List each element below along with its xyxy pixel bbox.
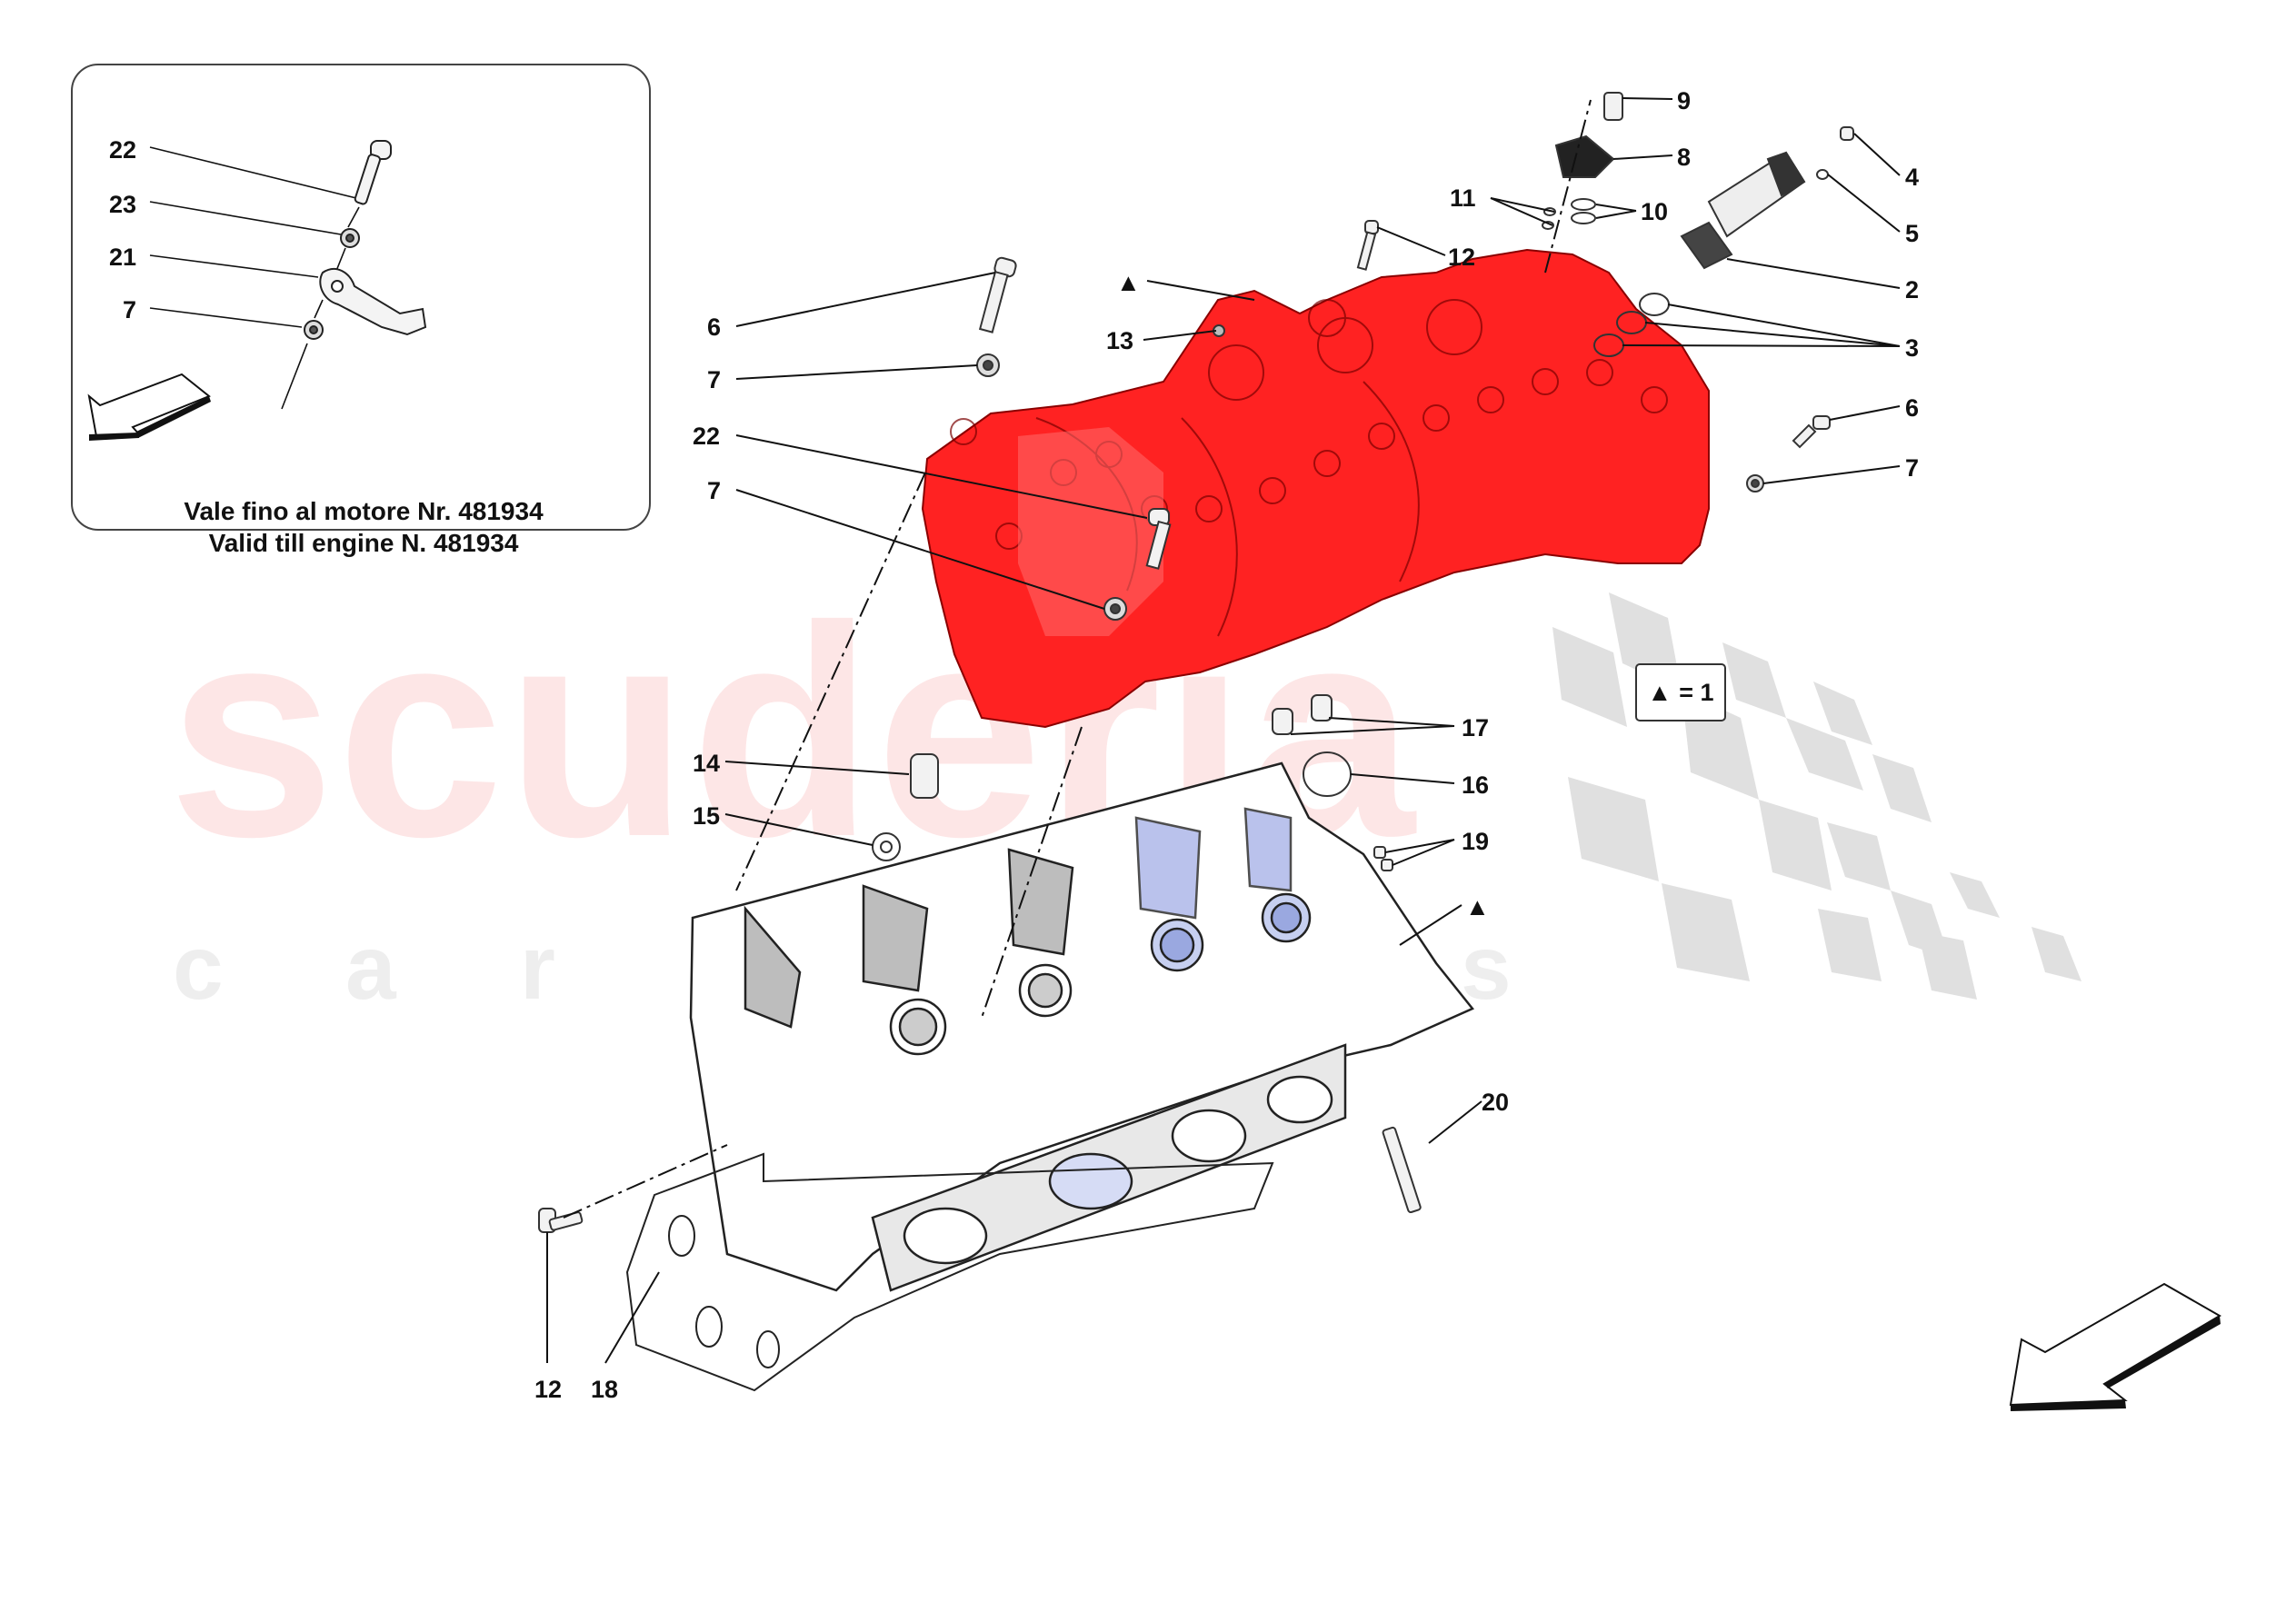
callout-label: 14 [693, 750, 721, 777]
cylinder-head [689, 761, 1474, 1292]
callout-label: 13 [1106, 327, 1134, 354]
triangle-icon: ▲ [1647, 678, 1672, 706]
head-gasket [625, 1152, 1274, 1392]
callout-label: 11 [1450, 184, 1476, 212]
callout-label: 4 [1905, 164, 1920, 191]
inset-callout-label: 22 [109, 136, 137, 164]
main-arrow-icon [2009, 1282, 2221, 1411]
callout-label: 5 [1905, 220, 1920, 247]
callout-label: 10 [1641, 198, 1669, 225]
callout-label: 15 [693, 802, 721, 830]
watermark-letter: c [173, 917, 224, 1019]
inset-caption-italian: Vale fino al motore Nr. 481934 [136, 495, 591, 527]
inset-callout-label: 23 [109, 191, 137, 218]
callout-label: 12 [534, 1376, 563, 1403]
legend-box: ▲ = 1 [1635, 663, 1726, 721]
callout-label: 7 [707, 477, 722, 504]
callout-label: 9 [1677, 87, 1692, 114]
callout-label: 2 [1905, 276, 1920, 304]
callout-label: 6 [1905, 394, 1920, 422]
triangle-marker: ▲ [1465, 893, 1490, 920]
callout-label: 20 [1482, 1089, 1510, 1116]
callout-label: 12 [1448, 244, 1476, 271]
inset-callout-label: 21 [109, 244, 137, 271]
inset-panel [71, 64, 651, 531]
inset-arrow-icon [87, 373, 211, 441]
hardware [538, 92, 1854, 1233]
callout-label: 3 [1905, 334, 1920, 362]
callout-label: 7 [707, 366, 722, 393]
inset-caption-english: Valid till engine N. 481934 [208, 529, 519, 557]
inset-callout-label: 7 [123, 296, 137, 323]
callout-label: 22 [693, 423, 721, 450]
callout-label: 7 [1905, 454, 1920, 482]
callout-label: 6 [707, 313, 722, 341]
watermark-letter: r [520, 917, 555, 1019]
callout-label: 16 [1462, 771, 1490, 799]
callout-label: 8 [1677, 144, 1692, 171]
leader-lines [546, 97, 1901, 1364]
watermark-letter: s [1461, 917, 1512, 1019]
callout-label: 19 [1462, 828, 1490, 855]
legend-value: = 1 [1679, 678, 1714, 706]
callout-label: 18 [591, 1376, 619, 1403]
callout-label: 17 [1462, 714, 1490, 741]
watermark-letter: a [345, 917, 396, 1019]
triangle-marker: ▲ [1116, 269, 1141, 296]
